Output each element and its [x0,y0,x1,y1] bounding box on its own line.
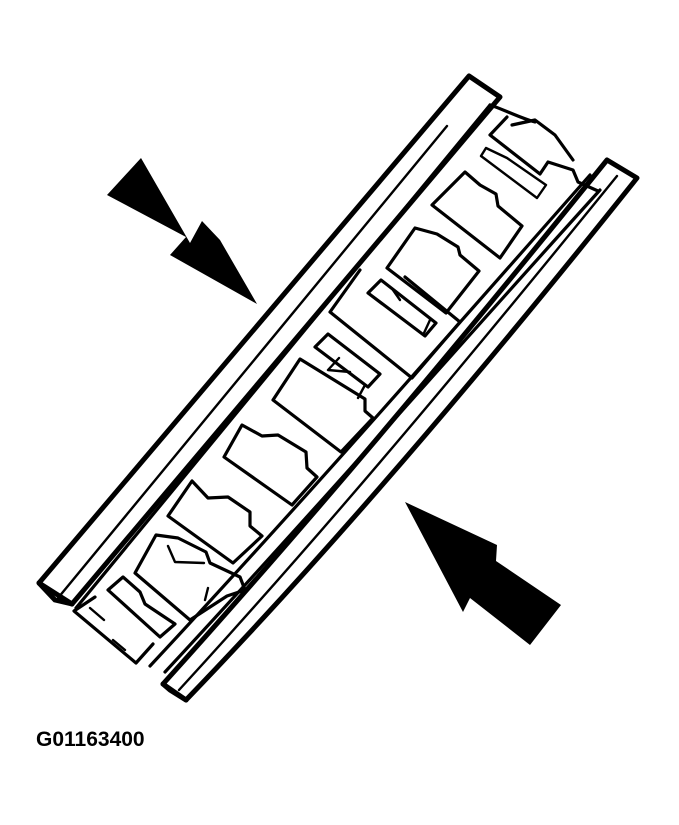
rollers [72,115,600,665]
roller-2 [430,170,524,260]
roller-6 [166,479,264,565]
upper-left-arrow-icon [107,158,257,304]
roller-5 [222,423,319,507]
roller-4b [313,332,382,389]
upper-rail [36,73,503,607]
roller-7 [133,533,247,622]
figure-id-label: G01163400 [36,728,145,751]
lower-rail [160,157,640,703]
roller-9 [72,595,155,665]
roller-3 [385,226,481,315]
roller-1 [488,115,600,193]
lower-left-end [36,580,75,607]
cage-body [74,103,602,674]
roller-4a [366,278,438,338]
roller-8 [106,575,177,639]
lower-right-arrow-icon [405,502,561,645]
lower-rail-end [160,681,189,703]
